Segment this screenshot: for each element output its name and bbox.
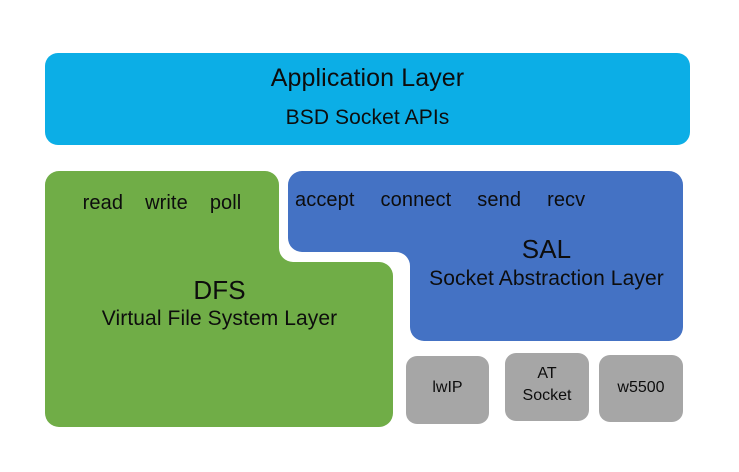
sal-api-accept: accept <box>295 189 355 211</box>
sal-api-list: accept connect send recv <box>295 189 635 211</box>
driver-label-lwip: lwIP <box>432 379 463 396</box>
application-layer-title: Application Layer <box>270 64 465 92</box>
driver-label-at-socket-line1: AT <box>537 365 557 382</box>
driver-box-at-socket[interactable] <box>505 353 589 421</box>
dfs-api-read: read <box>82 192 124 214</box>
driver-label-at-socket-line2: Socket <box>522 386 572 404</box>
sal-api-recv: recv <box>547 189 586 211</box>
driver-box-lwip[interactable] <box>406 356 489 424</box>
sal-api-send: send <box>477 189 522 211</box>
driver-box-w5500[interactable] <box>599 355 683 422</box>
dfs-api-write: write <box>145 192 188 214</box>
application-layer-subtitle: BSD Socket APIs <box>285 106 450 129</box>
application-layer-shape[interactable] <box>45 53 690 145</box>
dfs-layer-subtitle: Virtual File System Layer <box>101 307 338 330</box>
sal-layer-shape[interactable] <box>288 171 683 341</box>
driver-label-w5500: w5500 <box>617 379 665 396</box>
dfs-api-poll: poll <box>209 192 242 214</box>
dfs-layer-shape[interactable] <box>45 171 393 427</box>
dfs-api-list: read write poll <box>46 192 278 214</box>
sal-layer-title: SAL <box>521 234 572 264</box>
sal-layer-subtitle: Socket Abstraction Layer <box>429 267 664 290</box>
dfs-layer-title: DFS <box>193 275 246 305</box>
sal-api-connect: connect <box>380 189 452 211</box>
driver-label-at-socket: AT Socket <box>505 363 589 406</box>
